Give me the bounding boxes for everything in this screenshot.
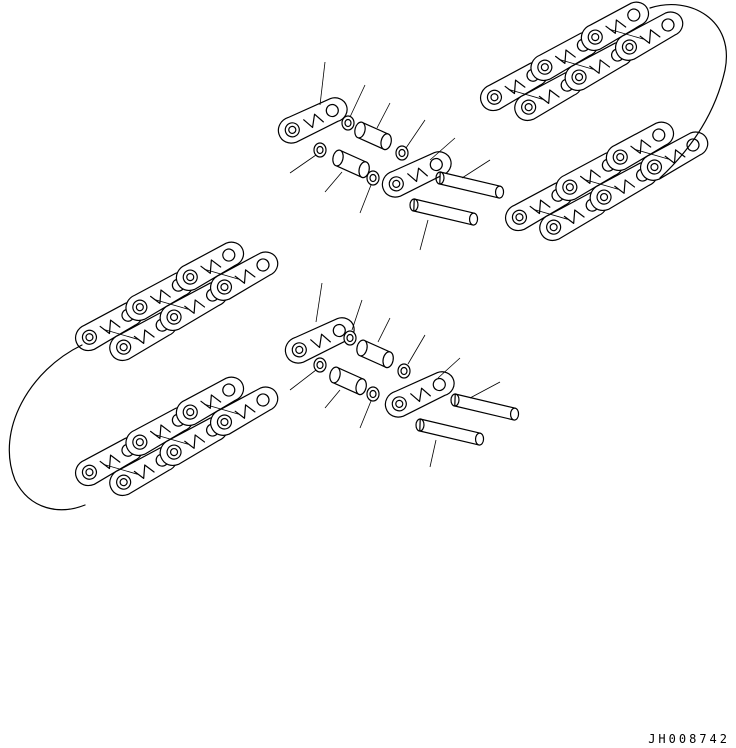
- chain-assembly-upper: [468, 0, 727, 255]
- exploded-parts-lower: [279, 282, 520, 468]
- chain-loop-lower: [8, 344, 86, 511]
- chain-assembly-lower: [8, 228, 290, 511]
- exploded-parts-upper: [272, 61, 505, 251]
- chain-loop-upper: [649, 4, 727, 179]
- drawing-code-label: JH008742: [648, 732, 730, 746]
